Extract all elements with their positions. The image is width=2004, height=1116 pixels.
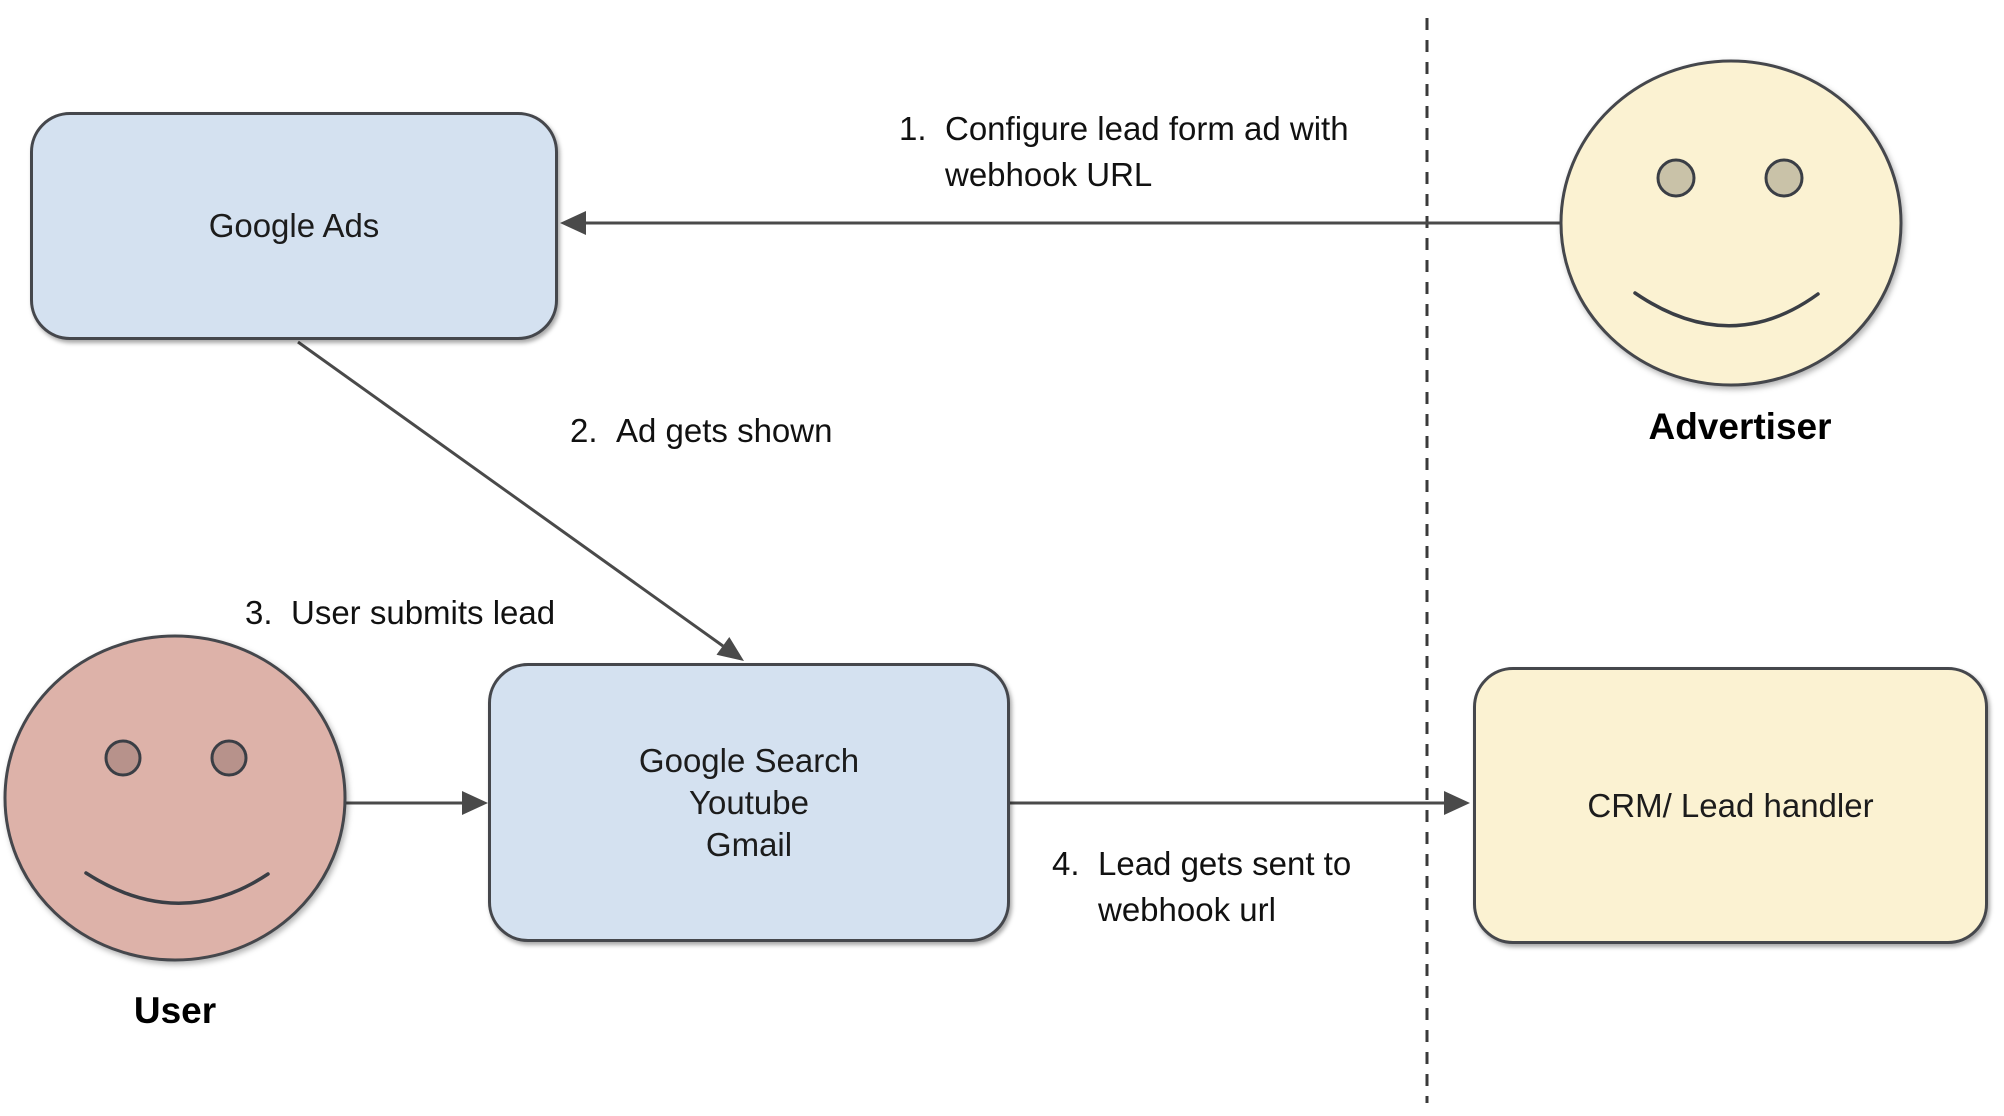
node-crm-label: CRM/ Lead handler	[1587, 786, 1874, 824]
annotation-step-4-text: Lead gets sent to webhook url	[1098, 845, 1352, 928]
annotation-step-3-text: User submits lead	[291, 594, 556, 631]
user-left-eye-icon	[104, 739, 142, 777]
arrow-user-to-surfaces	[345, 791, 488, 815]
node-google-ads-label: Google Ads	[208, 207, 380, 244]
annotation-step-2: 2. Ad gets shown	[570, 408, 832, 454]
annotation-step-2-text: Ad gets shown	[616, 412, 833, 449]
advertiser-smile-icon	[1633, 291, 1820, 328]
user-right-eye-icon	[210, 739, 248, 777]
node-surfaces-line-1: Google Search	[638, 741, 860, 779]
annotation-step-1: 1. Configure lead form ad with webhook U…	[899, 106, 1349, 198]
annotation-step-2-number: 2.	[570, 412, 598, 449]
advertiser-label: Advertiser	[1648, 406, 1832, 447]
annotation-step-3: 3. User submits lead	[245, 590, 555, 636]
user-face-icon	[3, 634, 347, 962]
arrow-google-ads-to-surfaces	[297, 340, 744, 661]
advertiser-right-eye-icon	[1764, 158, 1804, 198]
annotation-step-4-number: 4.	[1052, 845, 1080, 882]
arrow-advertiser-to-google-ads	[560, 211, 1561, 235]
arrowhead-right-icon	[1444, 791, 1470, 815]
node-google-ads: Google Ads	[30, 112, 558, 340]
node-crm-lead-handler: CRM/ Lead handler	[1473, 667, 1988, 944]
annotation-step-3-number: 3.	[245, 594, 273, 631]
node-google-surfaces: Google Search Youtube Gmail	[488, 663, 1010, 942]
annotation-step-1-text: Configure lead form ad with webhook URL	[945, 110, 1349, 193]
user-smile-icon	[84, 871, 270, 905]
arrowhead-right-small-icon	[462, 791, 488, 815]
annotation-step-1-number: 1.	[899, 110, 927, 147]
arrowhead-left-icon	[560, 211, 586, 235]
arrow-surfaces-to-crm	[1010, 791, 1470, 815]
node-surfaces-line-3: Gmail	[705, 825, 793, 863]
user-label: User	[133, 990, 217, 1031]
arrowhead-diagonal-icon	[716, 637, 744, 661]
node-surfaces-line-2: Youtube	[689, 783, 809, 821]
advertiser-left-eye-icon	[1656, 158, 1696, 198]
advertiser-face-icon	[1559, 59, 1903, 387]
annotation-step-4: 4. Lead gets sent to webhook url	[1052, 841, 1351, 933]
